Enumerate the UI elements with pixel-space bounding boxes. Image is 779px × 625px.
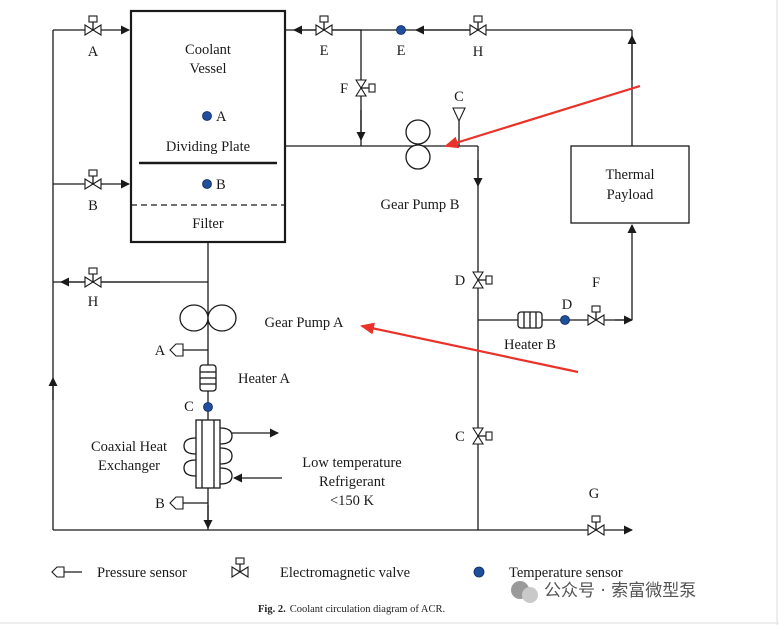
- valve-f-right-label: F: [592, 275, 600, 291]
- sensor-e-label: E: [397, 43, 406, 59]
- pressure-sensor-a: [169, 343, 208, 357]
- valve-c-right-label: C: [455, 429, 465, 445]
- pressure-c-top-label: C: [454, 89, 464, 105]
- valve-b-label: B: [88, 198, 98, 214]
- gear-pump-a: [179, 304, 237, 332]
- legend-pressure-sensor-icon: [51, 566, 82, 578]
- pressure-a-label: A: [155, 343, 166, 359]
- sensor-d-label: D: [562, 297, 572, 313]
- coolant-vessel-label-1: Coolant: [185, 42, 231, 58]
- electromagnetic-valve-f-right: [587, 305, 605, 326]
- sensor-b-label: B: [216, 177, 226, 193]
- coolant-vessel: [129, 9, 287, 244]
- wechat-icon: [511, 581, 538, 603]
- coolant-vessel-label-2: Vessel: [189, 61, 226, 77]
- gear-pump-b: [405, 119, 431, 170]
- filter-label: Filter: [192, 216, 224, 232]
- legend-electromagnetic-valve-icon: [231, 557, 249, 578]
- electromagnetic-valve-c-right: [472, 427, 493, 445]
- legend-temperature-sensor-icon: [473, 566, 485, 578]
- legend-pressure-sensor: Pressure sensor: [97, 565, 187, 581]
- electromagnetic-valve-h-left: [84, 267, 102, 288]
- pressure-sensor-b: [169, 496, 208, 510]
- refrigerant-label-3: <150 K: [330, 493, 375, 509]
- coaxial-heat-exchanger: [183, 419, 233, 489]
- coaxial-label-2: Exchanger: [98, 458, 160, 474]
- coaxial-label-1: Coaxial Heat: [91, 439, 167, 455]
- caption-prefix: Fig. 2.: [258, 604, 286, 615]
- temperature-sensor-e: [396, 25, 406, 35]
- valve-g-label: G: [589, 486, 600, 502]
- gear-pump-a-label: Gear Pump A: [265, 315, 344, 331]
- temperature-sensor-c: [203, 402, 213, 412]
- refrigerant-label-1: Low temperature: [302, 455, 401, 471]
- thermal-payload: [570, 145, 690, 224]
- legend-temperature-sensor: Temperature sensor: [509, 565, 623, 581]
- electromagnetic-valve-e: [315, 15, 333, 36]
- valve-h-left-label: H: [88, 294, 99, 310]
- temperature-sensor-d: [560, 315, 570, 325]
- electromagnetic-valve-d: [472, 271, 493, 289]
- valve-e-label: E: [320, 43, 329, 59]
- electromagnetic-valve-b: [84, 169, 102, 190]
- temperature-sensor-b: [202, 179, 212, 189]
- thermal-payload-label-1: Thermal: [605, 167, 654, 183]
- electromagnetic-valve-g: [587, 515, 605, 536]
- dividing-plate-label: Dividing Plate: [166, 139, 250, 155]
- electromagnetic-valve-f: [355, 79, 376, 97]
- watermark-text: 公众号 · 索富微型泵: [544, 581, 696, 601]
- sensor-a-label: A: [216, 109, 227, 125]
- annotation-arrow-pump-a: [360, 322, 579, 374]
- heater-a: [199, 364, 217, 392]
- heater-b-label: Heater B: [504, 337, 556, 353]
- annotation-arrow-pump-b: [444, 84, 641, 149]
- gear-pump-b-label: Gear Pump B: [381, 197, 460, 213]
- figure-caption: Fig. 2. Coolant circulation diagram of AC…: [258, 604, 445, 615]
- refrigerant-label-2: Refrigerant: [319, 474, 385, 490]
- valve-h-top-label: H: [473, 44, 484, 60]
- thermal-payload-label-2: Payload: [607, 187, 654, 203]
- heater-a-label: Heater A: [238, 371, 290, 387]
- pressure-b-label: B: [155, 496, 165, 512]
- caption-text: Coolant circulation diagram of ACR.: [290, 604, 445, 615]
- valve-f-label: F: [340, 81, 348, 97]
- valve-a-label: A: [88, 44, 99, 60]
- electromagnetic-valve-a: [84, 15, 102, 36]
- heater-b: [517, 311, 543, 329]
- electromagnetic-valve-h-top: [469, 15, 487, 36]
- valve-d-label: D: [455, 273, 465, 289]
- sensor-c-label: C: [184, 399, 194, 415]
- legend-electromagnetic-valve: Electromagnetic valve: [280, 565, 410, 581]
- temperature-sensor-a: [202, 111, 212, 121]
